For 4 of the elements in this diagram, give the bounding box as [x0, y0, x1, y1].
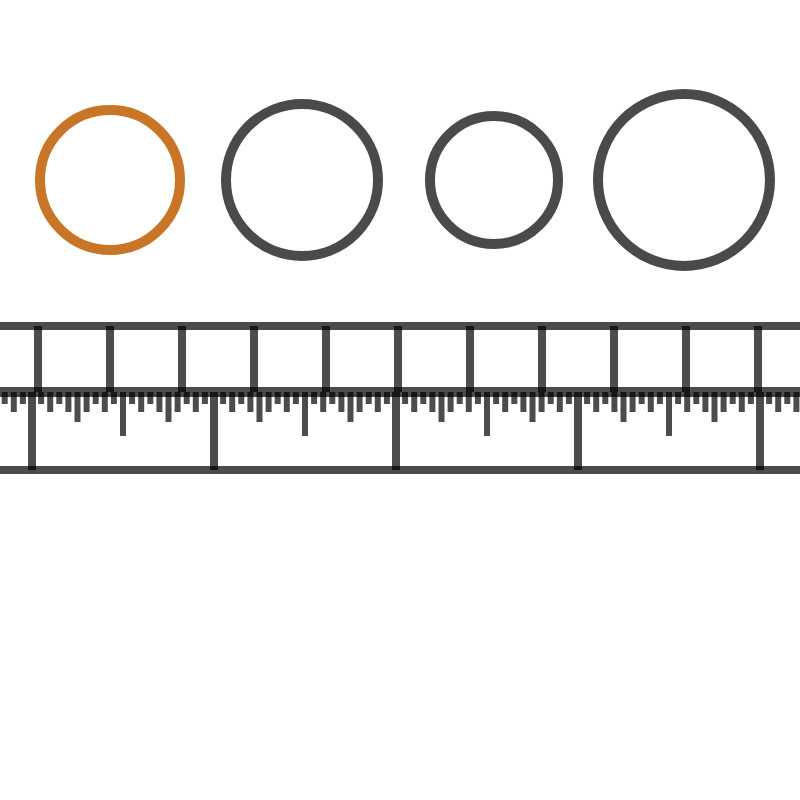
ring-circle [425, 111, 563, 249]
ring-circle [35, 105, 185, 255]
ring-circle [221, 99, 383, 261]
ring-circle [593, 89, 775, 271]
